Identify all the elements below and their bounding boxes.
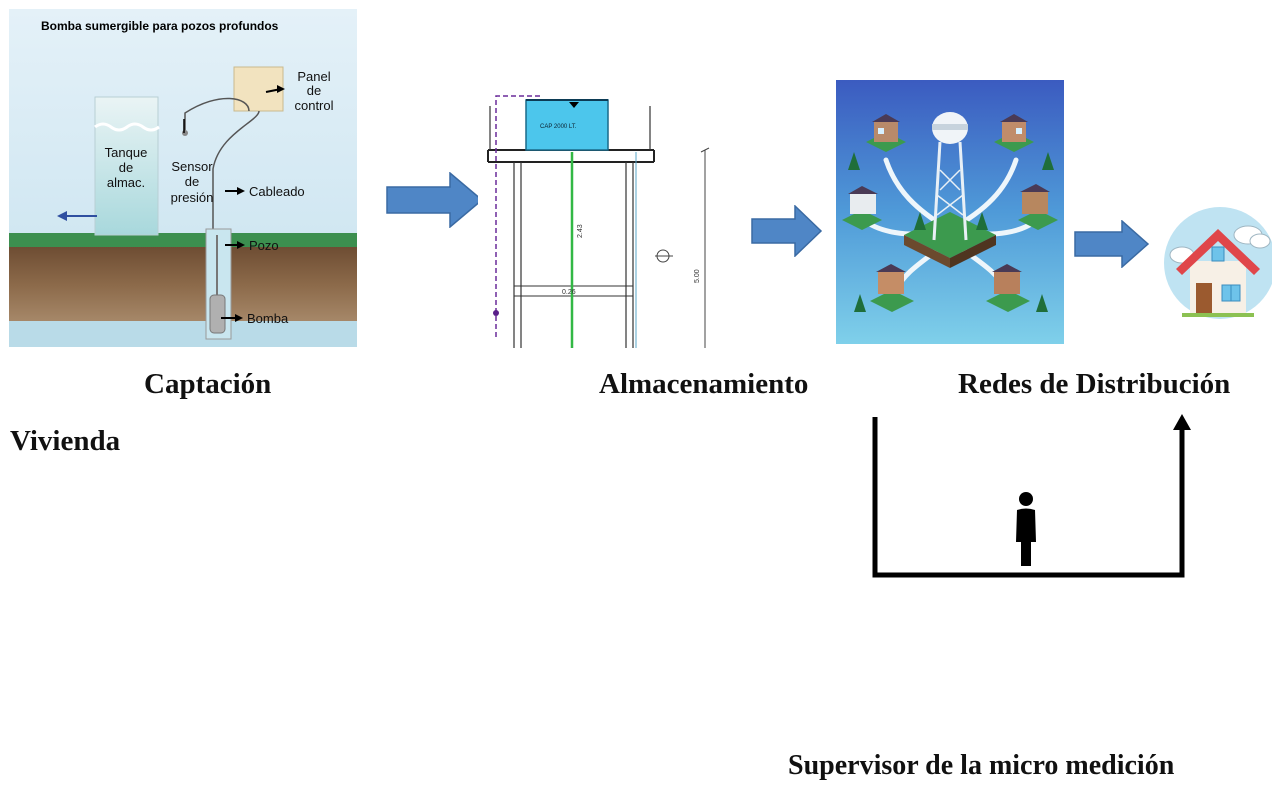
- flow-arrow-2: [751, 205, 823, 257]
- dim-total-text: 5.00: [694, 269, 701, 283]
- pump-label: Bomba: [247, 311, 289, 326]
- label-redes-distribucion: Redes de Distribución: [958, 368, 1231, 400]
- tank-label-3: almac.: [107, 175, 145, 190]
- flow-arrow-1: [386, 172, 484, 228]
- tower-drawing: CAP 2000 LT. 5.00 2.43 0.26: [478, 88, 722, 348]
- label-vivienda: Vivienda: [10, 425, 121, 457]
- tank-label-2: de: [119, 160, 133, 175]
- supervisor-label: Supervisor de la micro medición: [788, 750, 1175, 781]
- cable-label: Cableado: [249, 184, 305, 199]
- sensor-label-3: presión: [171, 190, 214, 205]
- label-almacenamiento: Almacenamiento: [599, 368, 809, 400]
- sensor-label-2: de: [185, 174, 199, 189]
- dim-height-text: 2.43: [577, 224, 584, 238]
- house-icon: [1160, 203, 1276, 327]
- sensor-label-1: Sensor: [171, 159, 213, 174]
- panel-label-1: Panel: [297, 69, 330, 84]
- supervisor-loop: [872, 414, 1191, 578]
- flow-arrow-3: [1074, 220, 1150, 268]
- panel-label-3: control: [294, 98, 333, 113]
- tank-capacity-text: CAP 2000 LT.: [540, 124, 577, 130]
- pump-title: Bomba sumergible para pozos profundos: [41, 19, 279, 33]
- dim-small-text: 0.26: [562, 289, 576, 296]
- tank-label-1: Tanque: [105, 145, 148, 160]
- label-captacion: Captación: [144, 368, 272, 400]
- panel-label-2: de: [307, 83, 321, 98]
- person-icon: [1016, 492, 1036, 566]
- distribution-network-image: [836, 80, 1064, 344]
- well-label: Pozo: [249, 238, 279, 253]
- pump-diagram: Bomba sumergible para pozos profundos Ta…: [9, 9, 357, 347]
